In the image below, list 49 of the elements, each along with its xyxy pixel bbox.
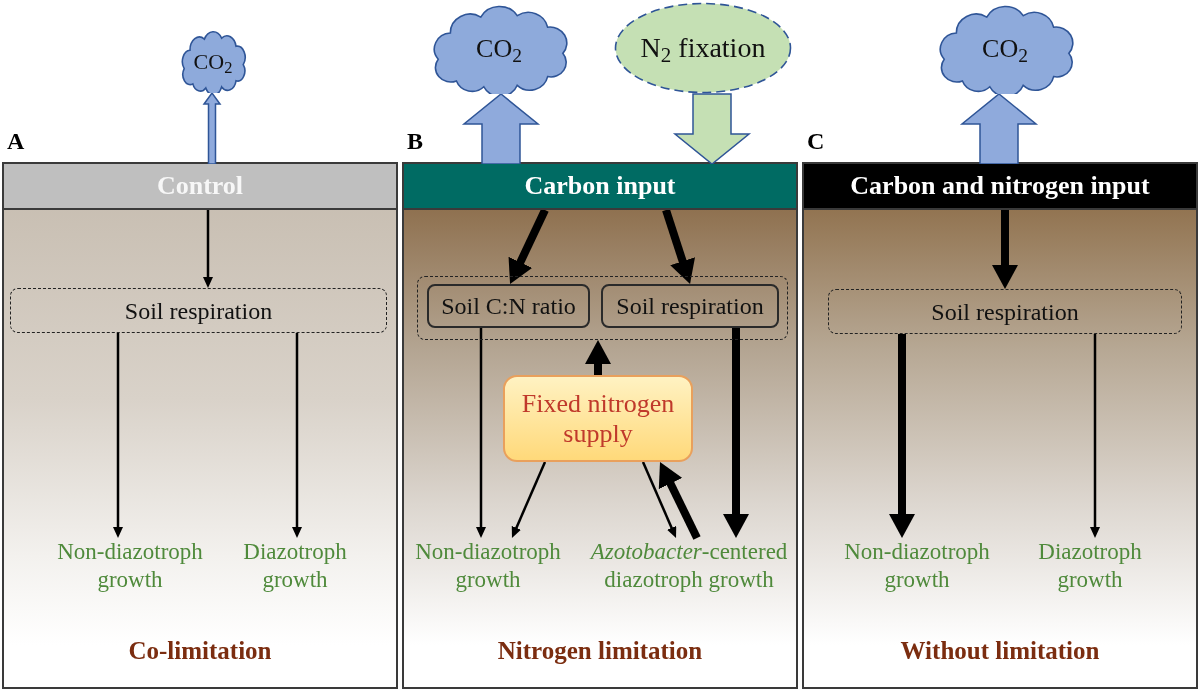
panel-letter: C (807, 129, 825, 153)
growth-label: Diazotroph growth (1030, 538, 1150, 596)
block-arrow (959, 93, 1039, 165)
cloud-label: CO$_{2}$ (982, 36, 1028, 62)
arrow (203, 210, 213, 288)
block-arrow (672, 93, 752, 165)
box-label: Soil respiration (616, 294, 764, 318)
growth-label: Non-diazotroph growth (408, 538, 568, 596)
box-label: Soil respiration (124, 298, 273, 323)
header-title: Control (156, 173, 244, 199)
panel-caption: Co-limitation (127, 638, 273, 663)
block-arrow (461, 93, 541, 165)
growth-label: Azotobacter-centered diazotroph growth (584, 538, 794, 596)
arrow (292, 333, 302, 538)
dashed-box (10, 288, 387, 333)
box-label: Soil C:N ratio (441, 294, 576, 318)
header-band (404, 164, 796, 210)
header-band (4, 164, 396, 210)
arrow (992, 210, 1018, 289)
arrow (113, 333, 123, 538)
panel-letter: B (407, 129, 423, 153)
dashed-box (828, 289, 1182, 334)
box-label: Fixed nitrogen supply (520, 388, 676, 449)
dashed-group-box (417, 276, 788, 340)
arrow (658, 461, 701, 540)
ellipse-label: N$_{2}$ fixation (640, 34, 766, 62)
process-box (427, 284, 590, 328)
panel-caption: Nitrogen limitation (496, 638, 704, 663)
growth-label: Diazotroph growth (235, 538, 355, 596)
process-box (601, 284, 779, 328)
header-band (804, 164, 1196, 210)
arrow (511, 461, 547, 538)
arrow (476, 328, 486, 538)
arrow (1090, 334, 1100, 538)
arrow (641, 461, 677, 538)
header-title: Carbon and nitrogen input (850, 173, 1150, 199)
cloud-label: CO$_{2}$ (193, 50, 233, 73)
cloud-label: CO$_{2}$ (476, 36, 522, 62)
arrow (508, 208, 549, 284)
arrow (585, 340, 611, 375)
header-title: Carbon input (524, 173, 676, 199)
panel-caption: Without limitation (899, 638, 1101, 663)
panel-letter: A (7, 129, 25, 153)
growth-label: Non-diazotroph growth (837, 538, 997, 596)
growth-label: Non-diazotroph growth (50, 538, 210, 596)
block-arrow (202, 91, 222, 165)
supply-box (503, 375, 693, 462)
arrow (662, 208, 695, 284)
box-label: Soil respiration (931, 299, 1079, 324)
